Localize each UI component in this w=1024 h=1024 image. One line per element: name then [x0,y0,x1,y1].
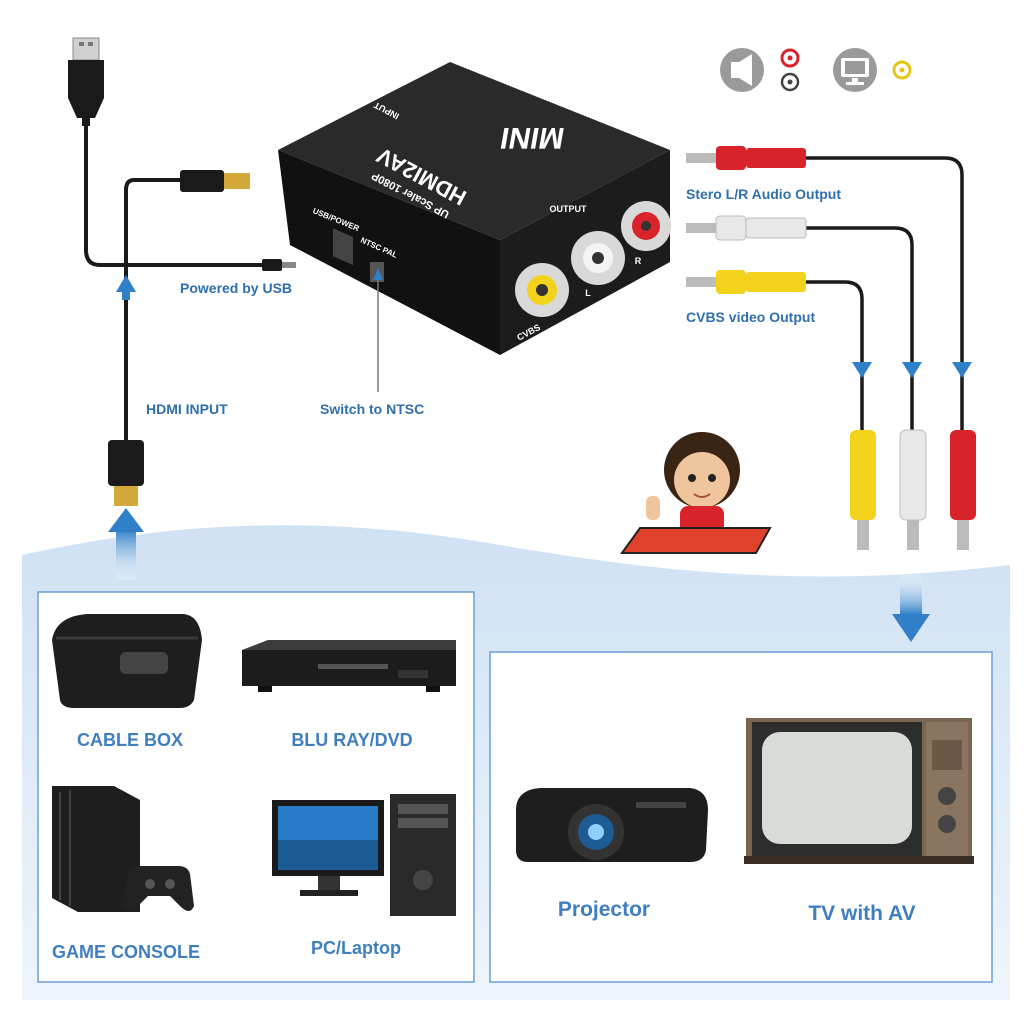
hdmi-cable [108,170,250,506]
powered-by-usb-label: Powered by USB [180,280,292,296]
yellow-jack-icon [892,60,912,80]
pc-laptop-device [272,794,456,916]
blu-ray-label: BLU RAY/DVD [291,730,412,750]
cvbs-video-output-label: CVBS video Output [686,309,815,325]
cable-box-label: CABLE BOX [77,730,183,750]
usb-cable [68,37,296,271]
switch-to-ntsc-label: Switch to NTSC [320,401,424,417]
blu-ray-player-device [242,640,456,692]
port-l-label: L [585,288,591,298]
adapter-output-label: OUTPUT [550,204,588,214]
monitor-icon [833,48,877,92]
output-down-arrow [892,575,930,642]
rca-cables [686,146,976,550]
port-r-label: R [635,256,642,266]
projector-label: Projector [558,898,650,921]
red-white-jack-icon [780,48,800,92]
source-up-arrow [108,508,144,580]
game-console-label: GAME CONSOLE [52,942,200,962]
stereo-audio-output-label: Stero L/R Audio Output [686,186,841,202]
cable-box-device [52,614,202,708]
tv-label: TV with AV [808,902,915,925]
hdmi2av-adapter: MINI HDMI2AV UP Scaler 1080P INPUT OUTPU… [278,62,671,355]
audio-icon [720,48,764,92]
adapter-brand: MINI [498,121,567,154]
game-console-device [52,786,194,912]
hdmi-input-label: HDMI INPUT [146,401,228,417]
pc-laptop-label: PC/Laptop [311,938,401,958]
switch-pointer-arrow [373,268,383,280]
tv-device [744,718,974,864]
usb-to-hdmi-arrow [116,275,136,300]
mascot-sticker [620,432,772,554]
projector-device [516,788,708,862]
